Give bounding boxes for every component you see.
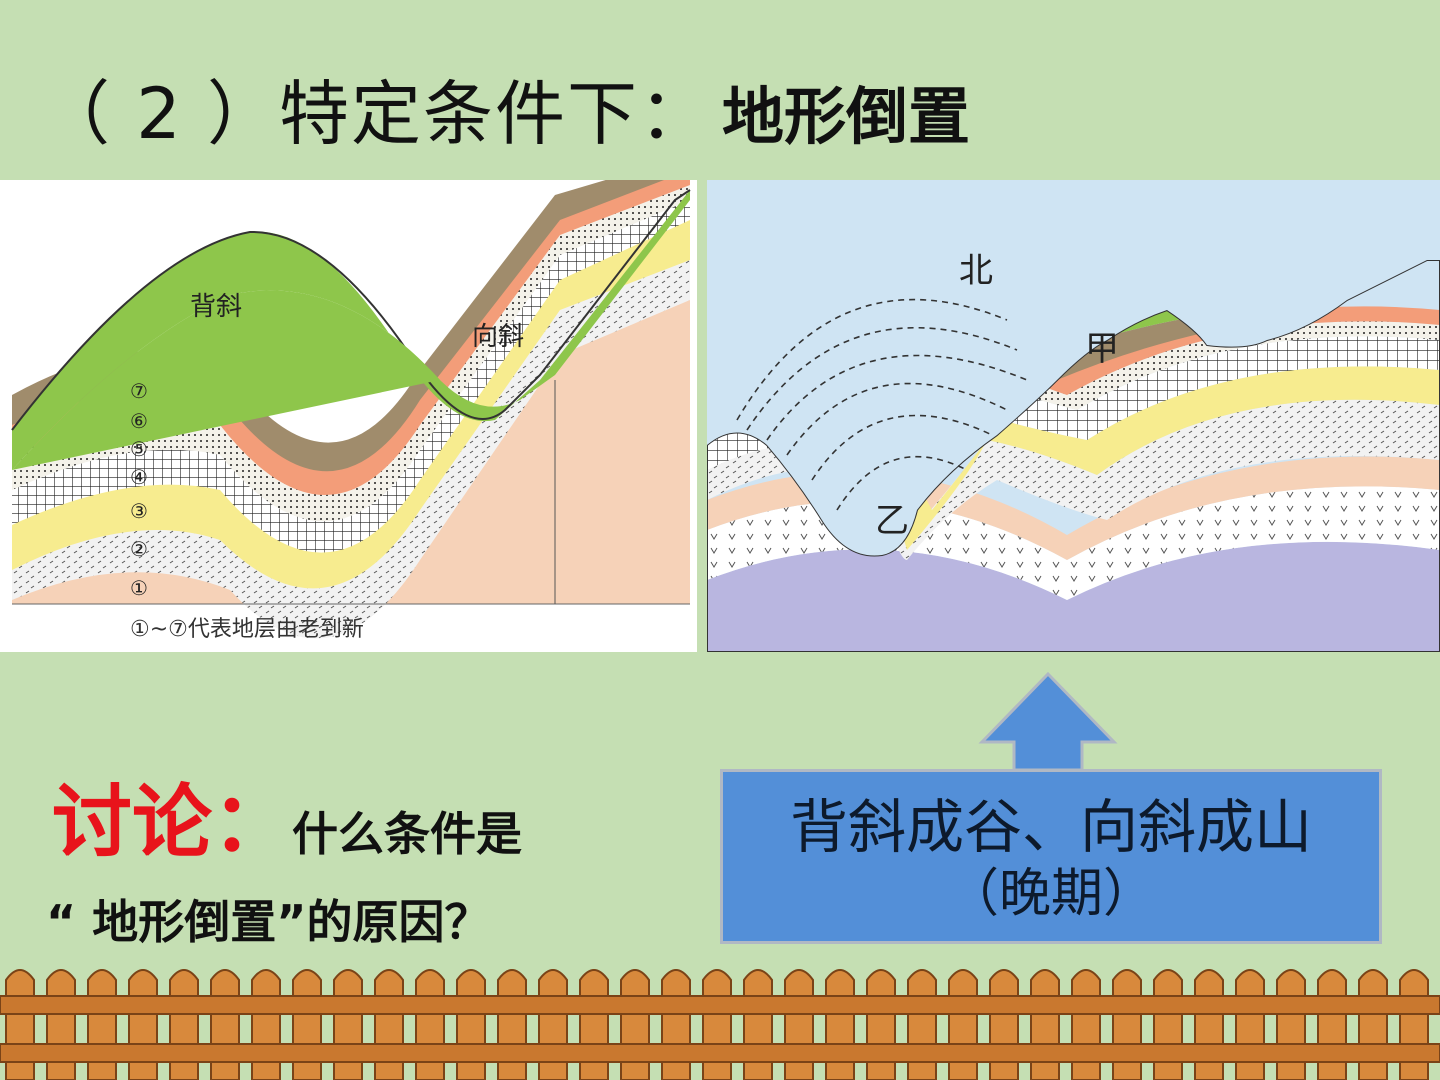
fence-picket (128, 969, 158, 1080)
fence-picket (169, 969, 199, 1080)
fence-picket (661, 969, 691, 1080)
fence-picket (702, 969, 732, 1080)
discussion-question: 讨论：什么条件是 (52, 758, 522, 874)
fence-picket (1112, 969, 1142, 1080)
up-arrow-icon (978, 672, 1118, 772)
fence-picket (1235, 969, 1265, 1080)
fence-picket (989, 969, 1019, 1080)
fence-picket (5, 969, 35, 1080)
fence-decoration (0, 969, 1440, 1080)
fence-picket (743, 969, 773, 1080)
fence-picket (87, 969, 117, 1080)
inverted-terrain-diagram: 北 甲 乙 (706, 170, 1440, 653)
title-main: 地形倒置 (722, 80, 971, 153)
discussion-question-part2: “ 地形倒置”的原因？ (46, 895, 491, 949)
fence-picket (456, 969, 486, 1080)
fence-picket (497, 969, 527, 1080)
fence-picket (579, 969, 609, 1080)
fence-picket (825, 969, 855, 1080)
fence-picket (907, 969, 937, 1080)
stratum-marker: ③ (130, 499, 148, 523)
stratum-marker: ⑦ (130, 379, 148, 403)
fence-picket (538, 969, 568, 1080)
syncline-label: 向斜 (472, 322, 524, 352)
stratum-marker: ② (130, 537, 148, 561)
fence-picket (292, 969, 322, 1080)
fence-picket (1153, 969, 1183, 1080)
answer-line2: （晚期） (946, 864, 1155, 924)
answer-line1: 背斜成谷、向斜成山 (789, 793, 1312, 861)
fence-picket (1317, 969, 1347, 1080)
discussion-question-part1: 什么条件是 (292, 807, 522, 861)
anticline-syncline-diagram: 背斜 向斜 ⑦ ⑥ ⑤ ④ ③ ② ① ①~⑦代表地层由老到新 (0, 155, 697, 652)
stratum-marker: ⑥ (130, 409, 148, 433)
fence-picket (620, 969, 650, 1080)
title-prefix: （ 2 ）特定条件下： (40, 73, 712, 155)
stratum-marker: ① (130, 576, 148, 600)
north-label: 北 (959, 251, 993, 291)
yi-label: 乙 (875, 501, 909, 541)
fence-picket (1399, 969, 1429, 1080)
anticline-label: 背斜 (190, 292, 242, 322)
fence-picket (1071, 969, 1101, 1080)
fence-picket (784, 969, 814, 1080)
fence-picket (1030, 969, 1060, 1080)
fence-picket (415, 969, 445, 1080)
fence-picket (46, 969, 76, 1080)
stratum-marker: ④ (130, 465, 148, 489)
answer-box: 背斜成谷、向斜成山 （晚期） (720, 769, 1382, 944)
fence-picket (866, 969, 896, 1080)
diagram-caption: ①~⑦代表地层由老到新 (130, 617, 364, 642)
fence-picket (1358, 969, 1388, 1080)
fence-picket (210, 969, 240, 1080)
fence-picket (948, 969, 978, 1080)
jia-label: 甲 (1085, 329, 1119, 369)
fence-picket (251, 969, 281, 1080)
stratum-marker: ⑤ (130, 437, 148, 461)
fence-picket (1276, 969, 1306, 1080)
fence-picket (333, 969, 363, 1080)
title-bar: （ 2 ）特定条件下： 地形倒置 (0, 0, 1440, 178)
discussion-label: 讨论： (52, 776, 292, 869)
fence-picket (1194, 969, 1224, 1080)
fence-picket (374, 969, 404, 1080)
